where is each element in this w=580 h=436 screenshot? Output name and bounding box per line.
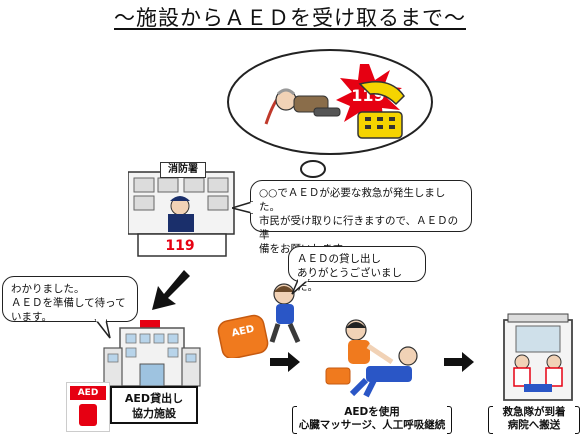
facility-speech-bubble: わかりました。 ＡＥＤを準備して待って います。: [2, 276, 138, 323]
collapsed-person-icon: [264, 88, 341, 125]
facility-label: AED貸出し 協力施設: [110, 386, 198, 424]
ambulance-line-2: 病院へ搬送: [507, 419, 561, 431]
facility-line-2: ＡＥＤを準備して待って: [11, 297, 126, 309]
facility-label-line-2: 協力施設: [132, 407, 176, 420]
phone-icon: [357, 81, 405, 139]
aed-badge-label: AED: [70, 386, 106, 400]
ambulance-line-1: 救急隊が到着: [502, 406, 566, 418]
cpr-scene-icon: [325, 319, 418, 398]
facility-bubble-tail: [94, 318, 111, 339]
facility-label-line-1: AED貸出し: [124, 392, 184, 405]
facility-building-icon: [103, 320, 201, 387]
ambulance-icon: [503, 313, 573, 401]
ambulance-caption: 救急隊が到着 病院へ搬送: [488, 406, 580, 434]
down-left-arrow-icon: [152, 270, 190, 310]
thanks-speech-bubble: ＡＥＤの貸し出し ありがとうございました。: [288, 246, 426, 293]
aed-use-line-2: 心臓マッサージ、人工呼吸継続: [298, 419, 446, 431]
aed-badge: AED: [66, 382, 110, 432]
dispatcher-line-2: 市民が受け取りに行きますので、ＡＥＤの準: [259, 215, 459, 241]
right-arrow-icon: [270, 352, 300, 372]
right-arrow-icon-2: [444, 352, 474, 372]
facility-line-1: わかりました。: [11, 283, 85, 295]
facility-line-3: います。: [11, 311, 52, 323]
fire-station-number: 119: [165, 238, 195, 254]
runner-person-icon: [269, 283, 301, 344]
aed-use-caption: AEDを使用 心臓マッサージ、人工呼吸継続: [292, 406, 452, 434]
dispatcher-speech-bubble: ○○でＡＥＤが必要な救急が発生しました。 市民が受け取りに行きますので、ＡＥＤの…: [250, 180, 472, 255]
dispatcher-bubble-tail: [232, 200, 254, 214]
thanks-line-1: ＡＥＤの貸し出し: [297, 253, 381, 265]
dispatcher-line-1: ○○でＡＥＤが必要な救急が発生しました。: [259, 187, 446, 213]
thanks-bubble-tail: [291, 278, 310, 295]
aed-bag-icon: [217, 314, 269, 358]
emergency-burst-icon: [336, 64, 402, 130]
thanks-line-2: ありがとうございました。: [297, 267, 402, 293]
fire-station-sign: 消防署: [160, 162, 206, 178]
aed-use-line-1: AEDを使用: [344, 406, 400, 418]
page-title: ～施設からＡＥＤを受け取るまで～: [114, 6, 466, 30]
aed-device-icon: [79, 404, 97, 426]
